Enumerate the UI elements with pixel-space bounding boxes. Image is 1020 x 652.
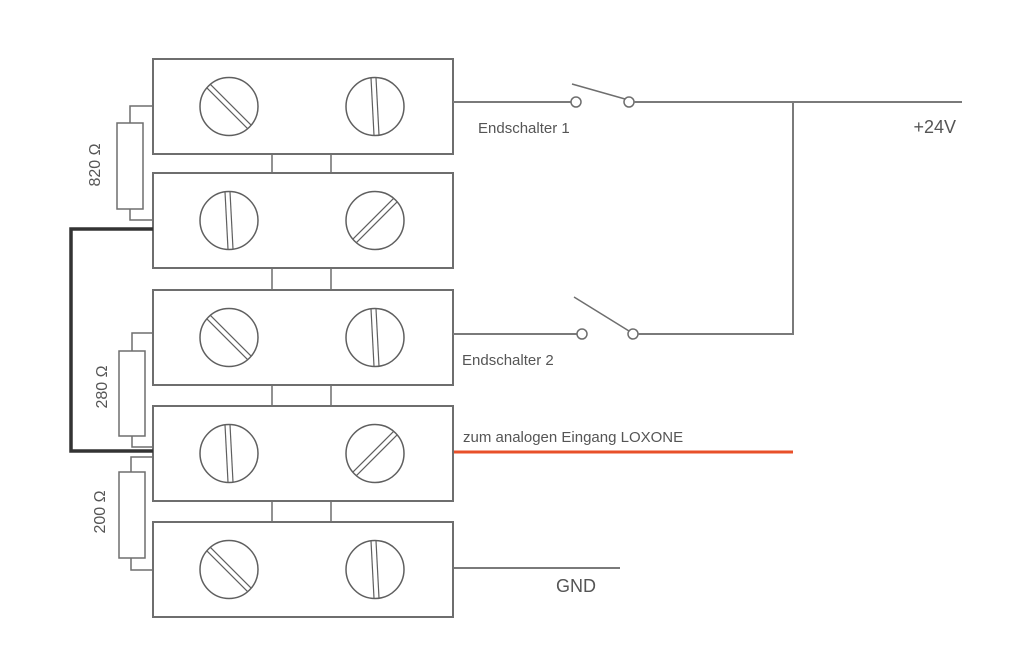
ground-label: GND: [556, 576, 596, 596]
switch-lever: [573, 296, 630, 332]
resistor-label: 820 Ω: [87, 143, 104, 186]
terminal-housing: [152, 58, 454, 155]
terminal-housing: [152, 405, 454, 502]
resistor-label: 280 Ω: [94, 365, 111, 408]
switch-contact: [627, 328, 639, 340]
screw-icon: [199, 307, 259, 368]
screw-icon: [199, 190, 259, 251]
screw-icon: [345, 76, 405, 137]
limit-switch-2: Endschalter 2: [453, 296, 793, 369]
terminal-block: [152, 58, 454, 155]
analog-label: zum analogen Eingang LOXONE: [463, 429, 683, 446]
screw-icon: [345, 307, 405, 368]
screw-icon: [199, 76, 259, 137]
screw-icon: [199, 539, 259, 600]
terminal-housing: [152, 172, 454, 269]
switch-contact: [576, 328, 588, 340]
screw-icon: [345, 539, 405, 600]
terminal-blocks: [152, 58, 454, 618]
switch-contact: [623, 96, 635, 108]
resistor-820: 820 Ω: [87, 105, 153, 221]
terminal-housing: [152, 521, 454, 618]
screw-icon: [345, 190, 405, 251]
limit-switch-1: Endschalter 1: [453, 83, 962, 137]
resistor-body: [116, 122, 144, 210]
terminal-block: [152, 405, 454, 502]
resistor-200: 200 Ω: [92, 456, 153, 571]
switch-label: Endschalter 1: [478, 120, 570, 137]
resistor-label: 200 Ω: [92, 490, 109, 533]
resistor-body: [118, 350, 146, 437]
screw-icon: [199, 423, 259, 484]
terminal-block: [152, 521, 454, 618]
switch-contact: [570, 96, 582, 108]
block-connectors: [271, 154, 332, 522]
supply-label: +24V: [913, 117, 956, 137]
terminal-block: [152, 289, 454, 386]
resistor-body: [118, 471, 146, 559]
screw-icon: [345, 423, 405, 484]
resistor-280: 280 Ω: [94, 332, 153, 448]
switch-lever: [571, 83, 626, 100]
terminal-block: [152, 172, 454, 269]
terminal-housing: [152, 289, 454, 386]
jumper-wire: [69, 227, 153, 453]
switch-label: Endschalter 2: [462, 352, 554, 369]
